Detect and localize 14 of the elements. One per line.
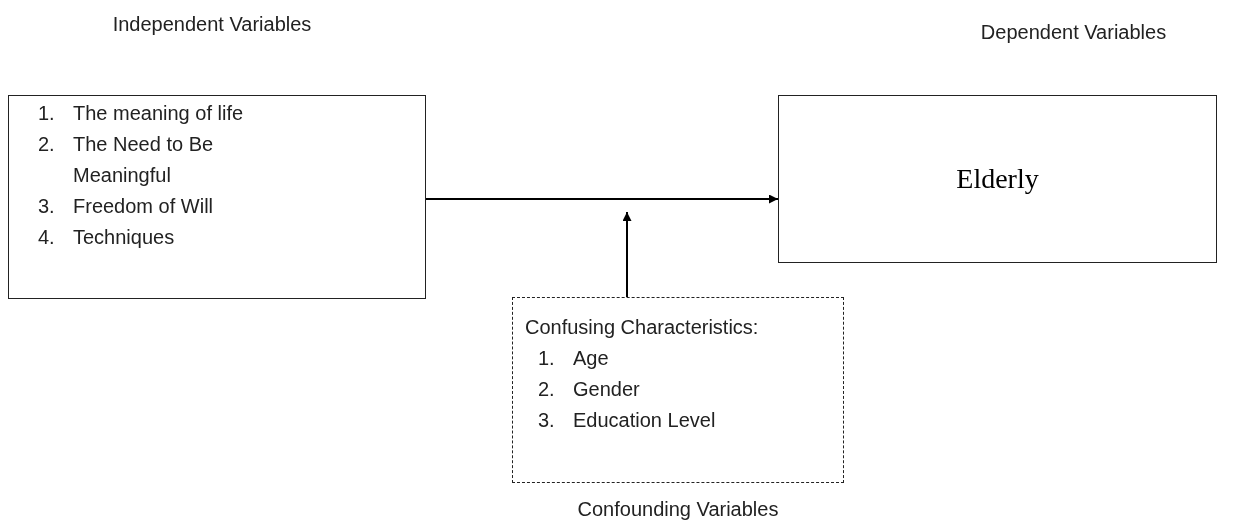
arrow: [425, 194, 779, 204]
list-item: 1. Age: [538, 346, 610, 371]
list-item: 3. Education Level: [538, 408, 717, 433]
node-heading: Independent Variables: [111, 12, 313, 37]
list-item: 2. Gender: [538, 377, 641, 402]
node-label: Elderly: [956, 162, 1039, 196]
node-heading: Dependent Variables: [979, 20, 1168, 45]
list-item: 3. Freedom of Will: [38, 194, 215, 219]
node-heading: Confounding Variables: [576, 497, 780, 522]
list-item: 4. Techniques: [38, 225, 176, 250]
list-item: 1. The meaning of life: [38, 101, 245, 126]
arrow: [622, 211, 632, 298]
list-heading: Confusing Characteristics:: [525, 315, 760, 340]
list-item: 2. The Need to Be Meaningful: [38, 132, 215, 188]
